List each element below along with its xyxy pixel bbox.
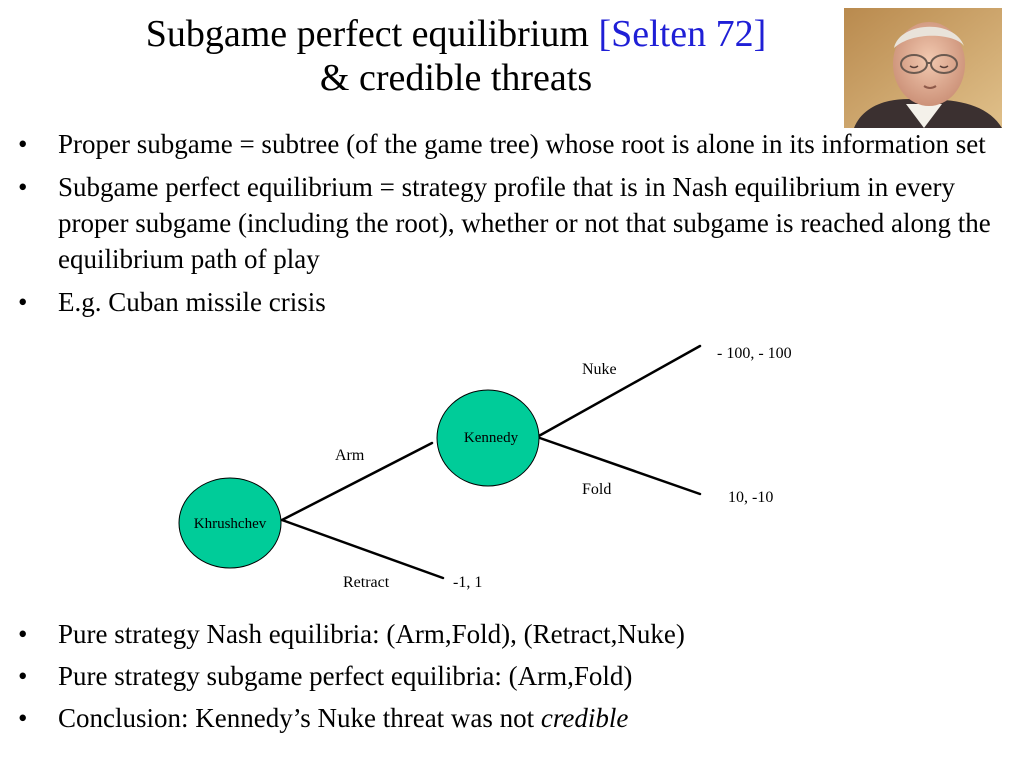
payoff-nuke: - 100, - 100 [717, 345, 792, 362]
node-khrushchev: Khrushchev [178, 477, 282, 569]
slide-title: Subgame perfect equilibrium [Selten 72] … [0, 12, 912, 100]
title-line-1: Subgame perfect equilibrium [Selten 72] [0, 12, 912, 56]
bullet-list-top: Proper subgame = subtree (of the game tr… [0, 126, 1024, 327]
edge-label-retract: Retract [343, 574, 390, 591]
bullet-conclusion: Conclusion: Kennedy’s Nuke threat was no… [0, 700, 1024, 736]
node-kennedy-label: Kennedy [464, 430, 519, 446]
bullet-cuban-missile-crisis: E.g. Cuban missile crisis [0, 284, 1024, 320]
title-line-2: & credible threats [319, 57, 593, 99]
portrait-image [844, 8, 1002, 128]
portrait-photo [844, 8, 1002, 128]
node-kennedy-circle [436, 389, 540, 487]
edge-nuke [535, 344, 702, 439]
edge-retract [280, 518, 445, 580]
bullet-subgame-perfect-equilibria: Pure strategy subgame perfect equilibria… [0, 658, 1024, 694]
title-citation: [Selten 72] [598, 13, 767, 55]
payoff-retract: -1, 1 [453, 574, 482, 591]
bullet-nash-equilibria: Pure strategy Nash equilibria: (Arm,Fold… [0, 616, 1024, 652]
edge-arm [280, 441, 434, 522]
edge-label-arm: Arm [335, 447, 365, 464]
edge-fold [535, 435, 702, 496]
node-khrushchev-circle [178, 477, 282, 569]
node-kennedy: Kennedy [436, 389, 540, 487]
conclusion-emphasis: credible [540, 703, 629, 733]
bullet-subgame-perfect-definition: Subgame perfect equilibrium = strategy p… [0, 169, 1024, 277]
edge-label-fold: Fold [582, 481, 611, 498]
payoff-fold: 10, -10 [728, 489, 773, 506]
bullet-list-bottom: Pure strategy Nash equilibria: (Arm,Fold… [0, 616, 1024, 742]
conclusion-text: Conclusion: Kennedy’s Nuke threat was no… [58, 703, 541, 733]
bullet-proper-subgame: Proper subgame = subtree (of the game tr… [0, 126, 1024, 162]
edge-label-nuke: Nuke [582, 361, 617, 378]
title-main-text: Subgame perfect equilibrium [145, 13, 599, 55]
node-khrushchev-label: Khrushchev [194, 516, 267, 532]
